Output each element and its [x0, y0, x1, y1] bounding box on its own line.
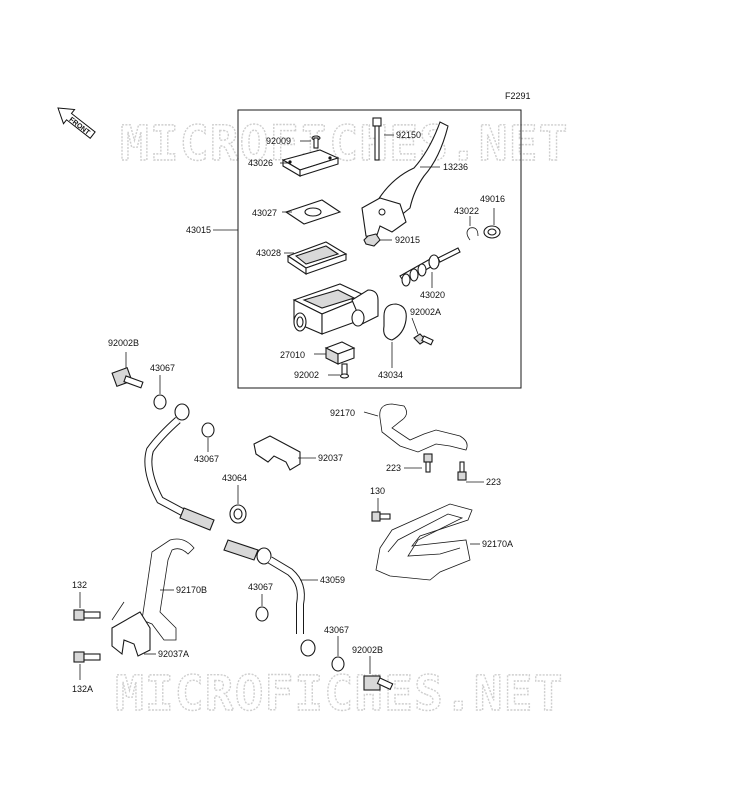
label-223-a: 223	[386, 463, 401, 473]
bolt-92002A	[413, 333, 434, 346]
bolt-130	[371, 511, 391, 522]
label-43064: 43064	[222, 473, 247, 483]
bracket-92170A	[375, 503, 473, 581]
clamp-92037	[253, 435, 301, 471]
figure-code: F2291	[505, 91, 531, 101]
label-223-b: 223	[486, 477, 501, 487]
label-43034: 43034	[378, 370, 403, 380]
nut-92015	[363, 233, 381, 247]
label-43022: 43022	[454, 206, 479, 216]
circlip-43022	[466, 227, 479, 241]
label-43067-b: 43067	[194, 454, 219, 464]
label-92170B: 92170B	[176, 585, 207, 595]
bolt-132A	[73, 651, 101, 663]
label-132A: 132A	[72, 684, 93, 694]
screw-92002	[339, 363, 350, 379]
screw-92009	[311, 135, 321, 149]
label-43067-a: 43067	[150, 363, 175, 373]
label-43020: 43020	[420, 290, 445, 300]
boot-49016	[483, 225, 501, 239]
label-130: 130	[370, 486, 385, 496]
bolt-92150	[372, 117, 382, 161]
assembly-43015-box	[237, 109, 522, 389]
bolt-223-a	[423, 453, 433, 473]
grommet-43064	[229, 504, 247, 524]
brake-hose-lower-43059	[223, 539, 316, 657]
label-43027: 43027	[252, 208, 277, 218]
label-92170: 92170	[330, 408, 355, 418]
reservoir-cap-43026	[281, 149, 340, 177]
washer-43067-b	[201, 422, 215, 438]
washer-43067-d	[331, 656, 345, 672]
watermark-bottom: MICROFICHES.NET	[115, 666, 563, 722]
brake-switch-27010	[324, 341, 356, 365]
label-132: 132	[72, 580, 87, 590]
banjo-bolt-92002B-bottom	[363, 675, 394, 691]
label-92002A: 92002A	[410, 307, 441, 317]
plate-43027	[284, 199, 342, 225]
washer-43067-a	[153, 394, 167, 410]
label-92009: 92009	[266, 136, 291, 146]
brake-hose-upper	[144, 403, 215, 531]
washer-43067-c	[255, 606, 269, 622]
label-92002: 92002	[294, 370, 319, 380]
label-92037A: 92037A	[158, 649, 189, 659]
label-43067-d: 43067	[324, 625, 349, 635]
label-43026: 43026	[248, 158, 273, 168]
label-92150: 92150	[396, 130, 421, 140]
label-27010: 27010	[280, 350, 305, 360]
diaphragm-43028	[286, 241, 348, 276]
label-13236: 13236	[443, 162, 468, 172]
label-92037: 92037	[318, 453, 343, 463]
watermark-top: MICROFICHES.NET	[120, 116, 568, 172]
label-92015: 92015	[395, 235, 420, 245]
bracket-92170B	[141, 538, 195, 641]
brake-lever-13236	[361, 121, 449, 239]
bolt-132	[73, 609, 101, 621]
piston-kit-43020	[399, 247, 461, 287]
label-43028: 43028	[256, 248, 281, 258]
bolt-223-b	[457, 461, 467, 481]
label-92170A: 92170A	[482, 539, 513, 549]
label-43015: 43015	[186, 225, 211, 235]
clamp-43034	[383, 303, 407, 341]
label-92002B-top: 92002B	[108, 338, 139, 348]
callout-labels: 92009 92150 43026 13236 49016 43027 4302…	[72, 130, 513, 694]
master-cylinder-body	[292, 283, 379, 335]
front-arrow-icon: FRONT	[57, 107, 96, 139]
bracket-92170	[379, 403, 468, 453]
clamp-92037A	[111, 611, 151, 657]
label-43059: 43059	[320, 575, 345, 585]
label-43067-c: 43067	[248, 582, 273, 592]
label-49016: 49016	[480, 194, 505, 204]
label-92002B-bottom: 92002B	[352, 645, 383, 655]
banjo-bolt-92002B-top	[111, 366, 144, 389]
